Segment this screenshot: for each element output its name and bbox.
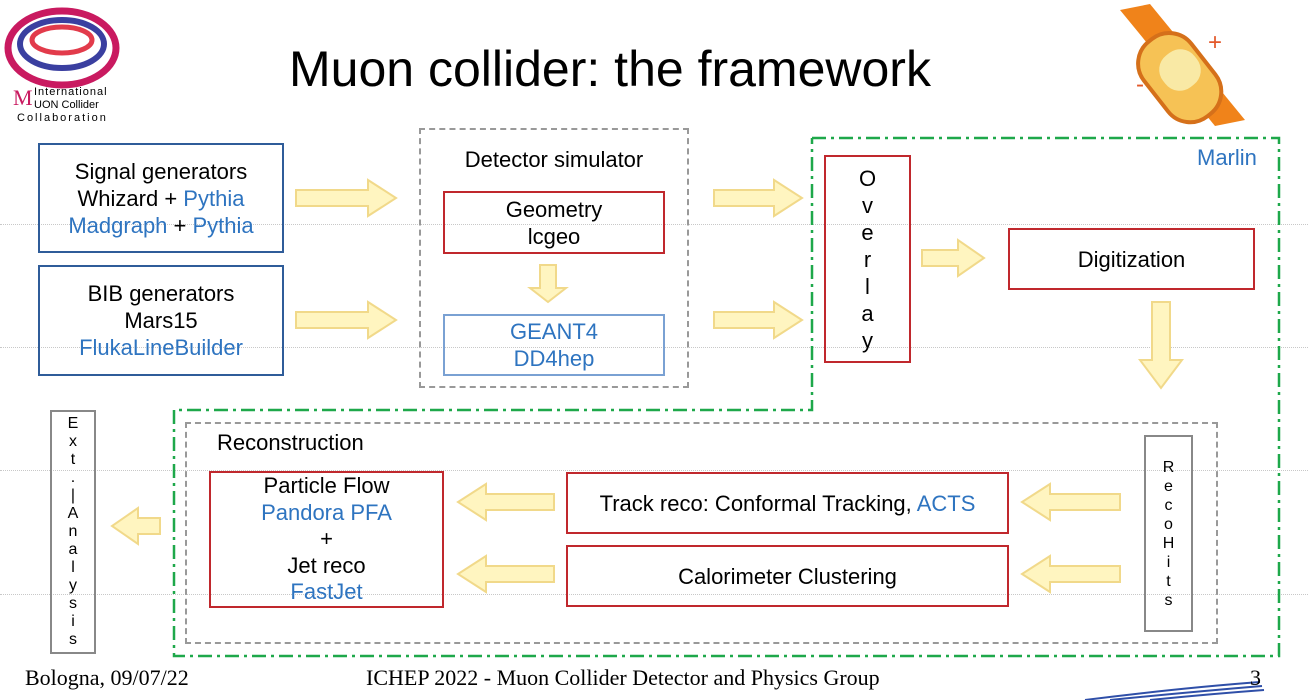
geometry-box: Geometry lcgeo — [443, 191, 665, 254]
geant4-box: GEANT4 DD4hep — [443, 314, 665, 376]
overlay-letter: r — [863, 246, 872, 272]
arrow-left — [110, 506, 161, 546]
arrow-left — [1020, 482, 1121, 522]
track-reco-label: Track reco: Conformal Tracking, ACTS — [599, 490, 976, 516]
dd4hep-label: DD4hep — [513, 346, 595, 371]
arrow-left — [456, 554, 555, 594]
digitization-label: Digitization — [1077, 246, 1186, 272]
detector-simulator-region — [419, 128, 689, 388]
signal-generators-box: Signal generators Whizard + Pythia Madgr… — [38, 143, 284, 253]
logo-m-letter: M — [13, 85, 33, 110]
calorimeter-clustering-label: Calorimeter Clustering — [678, 563, 897, 589]
geant4-label: GEANT4 — [509, 319, 599, 344]
digitization-box: Digitization — [1008, 228, 1255, 290]
reconstruction-region — [185, 422, 1218, 644]
arrow-right — [295, 178, 398, 218]
signal-generators-line2: Whizard + Pythia — [77, 185, 245, 211]
recohits-letter: s — [1164, 591, 1173, 609]
recohits-letter: i — [1166, 553, 1171, 571]
footer-location-date: Bologna, 09/07/22 — [25, 665, 189, 690]
ext-analysis-box: E x t . | A n a l y s i s — [50, 410, 96, 654]
overlay-letter: O — [858, 165, 877, 191]
ext-analysis-letter: y — [69, 577, 77, 594]
bib-generators-title: BIB generators — [87, 281, 235, 306]
bib-generators-box: BIB generators Mars15 FlukaLineBuilder — [38, 265, 284, 376]
ext-analysis-letter: i — [71, 613, 75, 630]
flow-arrows — [110, 178, 1184, 594]
recohits-letter: c — [1164, 496, 1173, 514]
overlay-letter: a — [861, 300, 874, 326]
pandora-pfa-label: Pandora PFA — [261, 499, 392, 525]
signal-generators-line3: Madgraph + Pythia — [68, 212, 254, 238]
overlay-letter: y — [862, 327, 873, 353]
footer-swoosh-icon — [1084, 681, 1265, 700]
ext-analysis-letter: a — [68, 541, 78, 558]
reconstruction-label: Reconstruction — [217, 430, 364, 455]
ext-analysis-letter: t — [70, 451, 76, 468]
overlay-letter: v — [862, 192, 873, 218]
ext-analysis-letter: x — [69, 433, 77, 450]
background-dotted-line — [0, 224, 1308, 225]
arrow-down — [527, 264, 569, 304]
ext-analysis-letter: s — [69, 631, 77, 648]
overlay-letter: e — [861, 219, 874, 245]
mdi-logo-icon: + - — [1120, 4, 1245, 126]
signal-generators-title: Signal generators — [74, 158, 248, 184]
recohits-letter: R — [1162, 458, 1175, 476]
logo-line1: International — [34, 86, 108, 98]
arrow-left — [456, 482, 555, 522]
arrow-down — [1138, 301, 1184, 390]
particle-flow-box: Particle Flow Pandora PFA + Jet reco Fas… — [209, 471, 444, 608]
logo-line2: UON Collider — [34, 99, 99, 111]
recohits-letter: H — [1162, 534, 1175, 552]
marlin-label: Marlin — [1197, 145, 1257, 170]
arrow-right — [713, 178, 804, 218]
background-dotted-line — [0, 594, 1308, 595]
detector-simulator-label: Detector simulator — [464, 147, 644, 172]
footer-page-number: 3 — [1250, 665, 1261, 690]
background-dotted-line — [0, 470, 1308, 471]
ext-analysis-letter: A — [67, 505, 79, 522]
imcc-logo-icon — [4, 7, 120, 89]
ext-analysis-letter: l — [71, 559, 75, 576]
page-title: Muon collider: the framework — [289, 41, 931, 97]
ext-analysis-letter: . — [70, 469, 76, 486]
plus-label: + — [320, 526, 333, 552]
ext-analysis-letter: | — [70, 487, 76, 504]
arrow-right — [295, 300, 398, 340]
marlin-region-border — [172, 136, 1281, 658]
jet-reco-label: Jet reco — [287, 552, 366, 578]
bib-generators-flukalinebuilder: FlukaLineBuilder — [79, 335, 243, 360]
bib-generators-mars15: Mars15 — [124, 308, 198, 333]
logo-line3: Collaboration — [17, 112, 108, 124]
overlay-box: O v e r l a y — [824, 155, 911, 363]
lcgeo-label: lcgeo — [527, 223, 581, 249]
geometry-label: Geometry — [505, 196, 603, 222]
recohits-box: R e c o H i t s — [1144, 435, 1193, 632]
background-dotted-line — [0, 347, 1308, 348]
fastjet-label: FastJet — [290, 579, 363, 605]
calorimeter-clustering-box: Calorimeter Clustering — [566, 545, 1009, 607]
overlay-letter: l — [865, 273, 870, 299]
track-reco-box: Track reco: Conformal Tracking, ACTS — [566, 472, 1009, 534]
ext-analysis-letter: s — [69, 595, 77, 612]
arrow-right — [921, 238, 986, 278]
recohits-letter: t — [1166, 572, 1171, 590]
recohits-letter: e — [1164, 477, 1173, 495]
footer-conference: ICHEP 2022 - Muon Collider Detector and … — [366, 665, 880, 690]
particle-flow-label: Particle Flow — [263, 473, 390, 499]
arrow-right — [713, 300, 804, 340]
ext-analysis-letter: n — [68, 523, 78, 540]
svg-text:-: - — [1136, 71, 1144, 98]
svg-text:+: + — [1208, 29, 1222, 56]
arrow-left — [1020, 554, 1121, 594]
ext-analysis-letter: E — [67, 415, 79, 432]
recohits-letter: o — [1164, 515, 1173, 533]
